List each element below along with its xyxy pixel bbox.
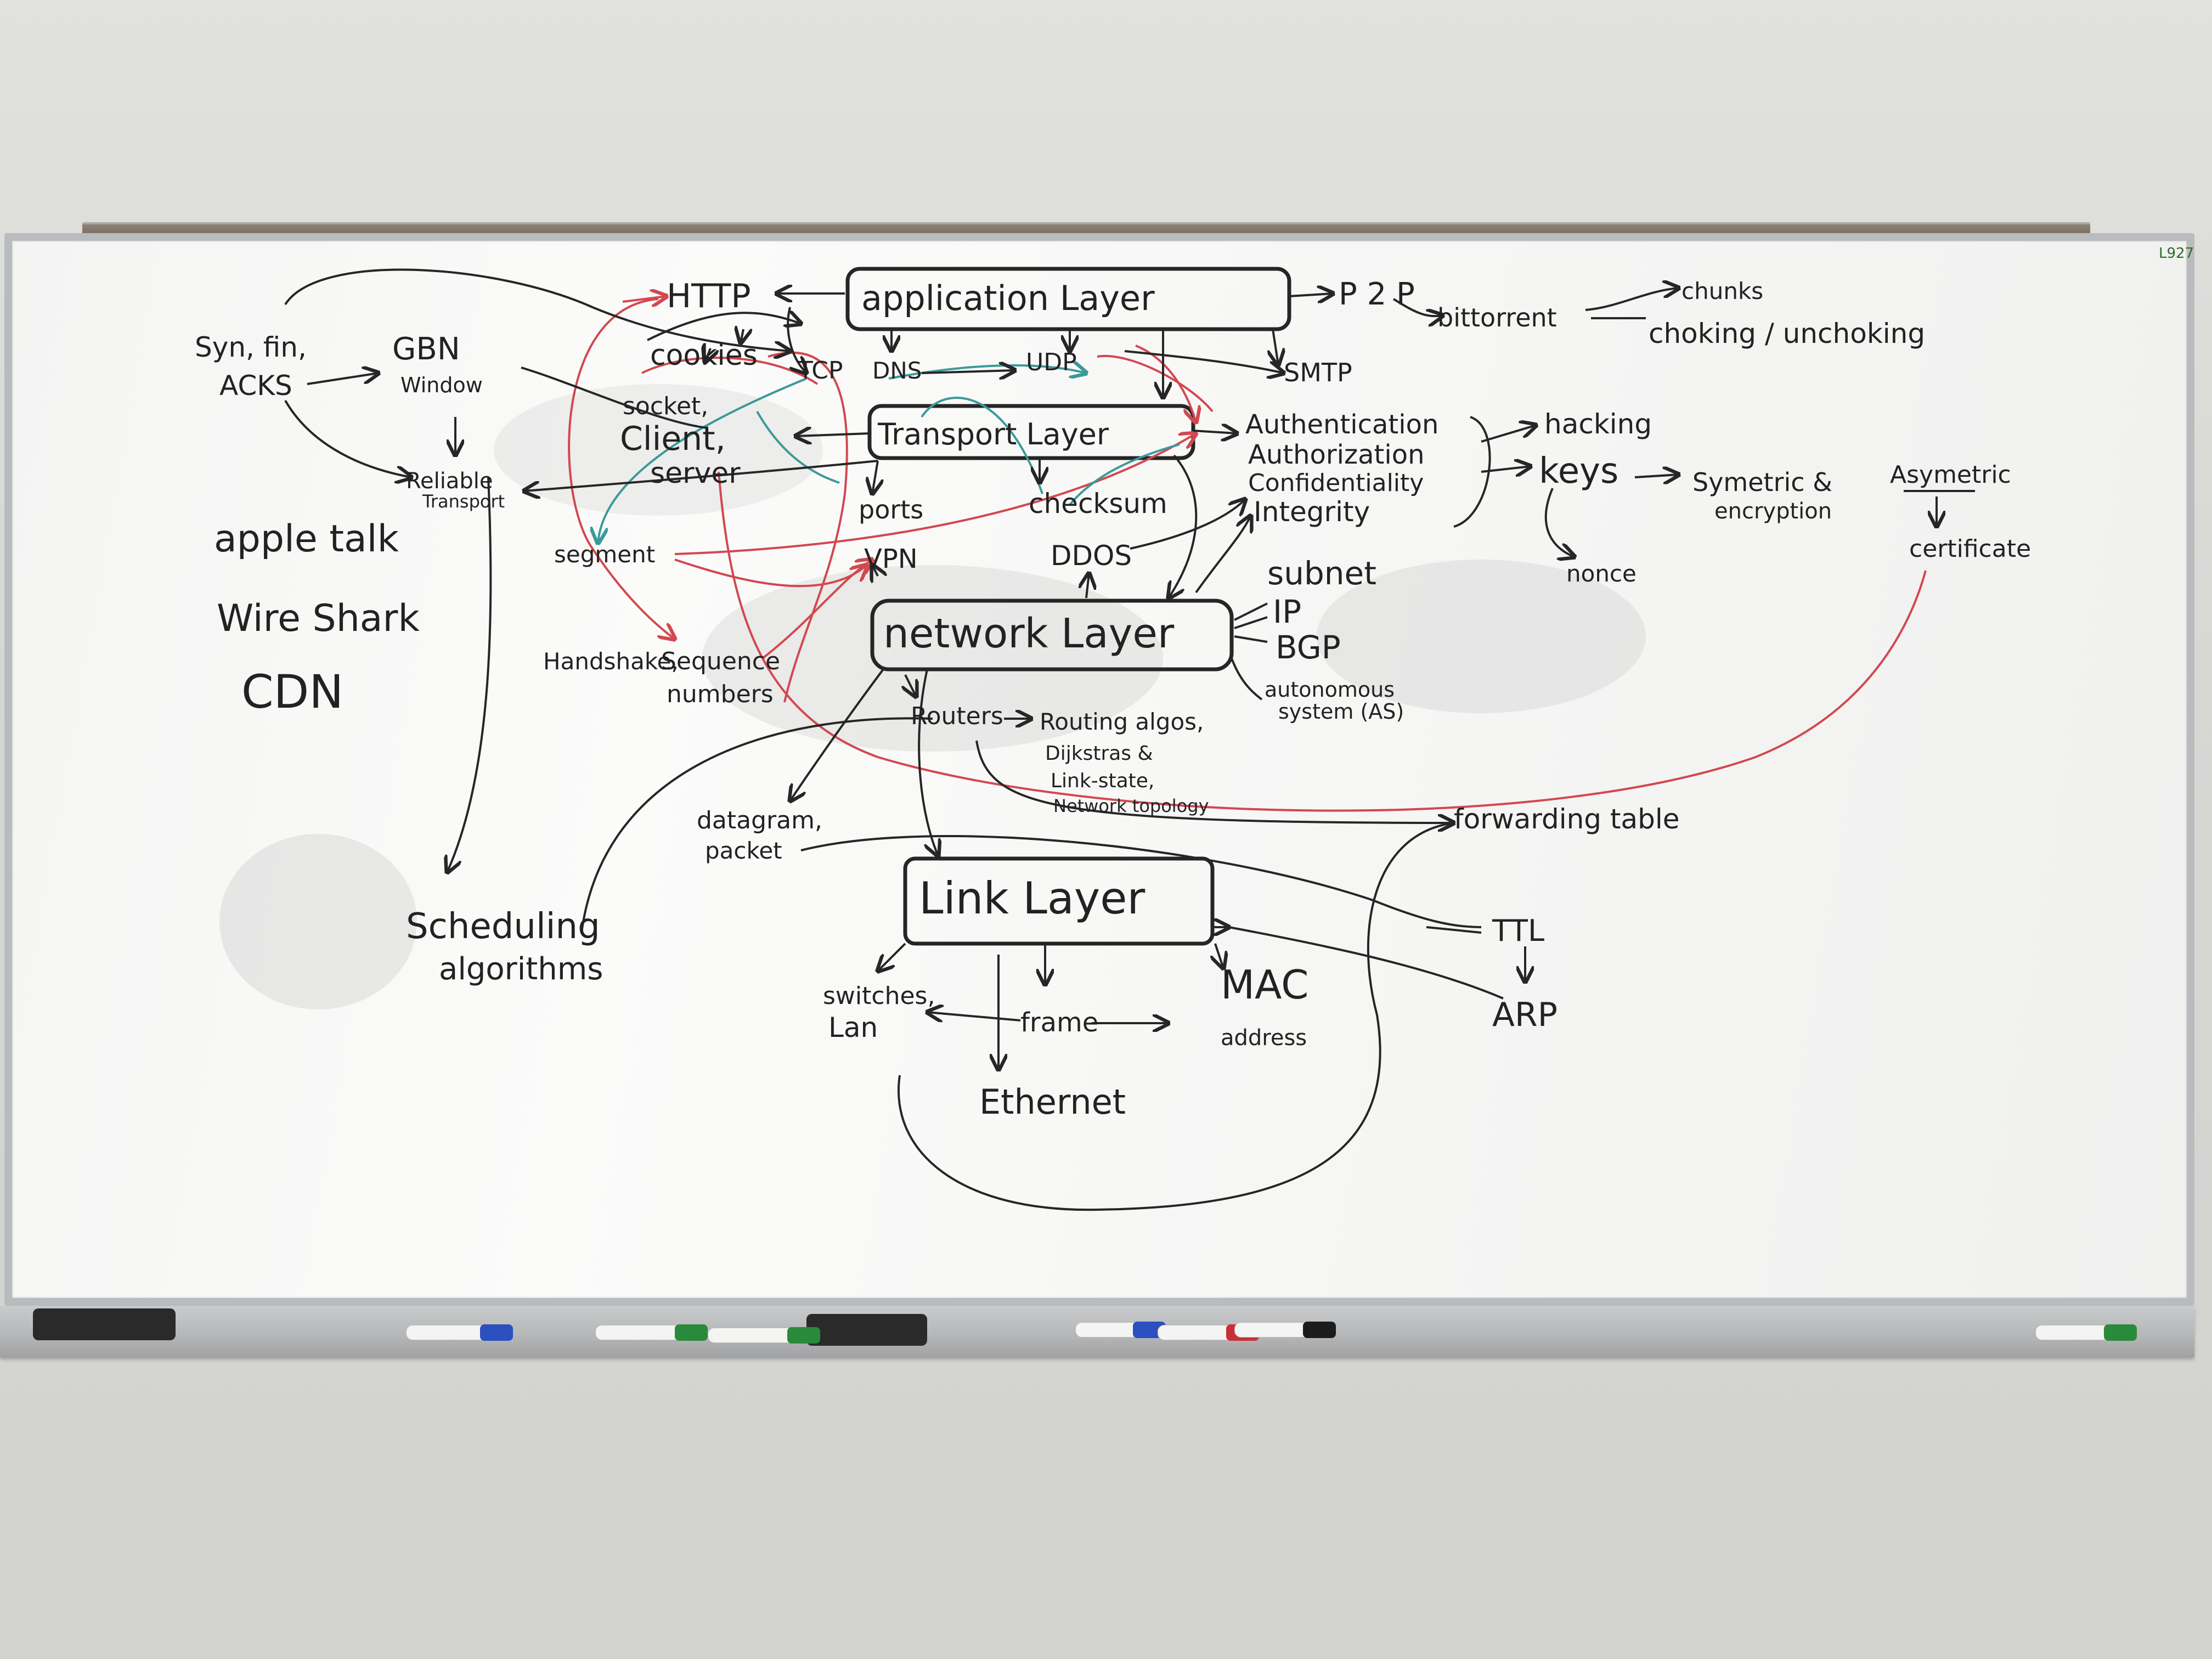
packet-label: packet xyxy=(705,837,782,864)
network-layer-label: network Layer xyxy=(883,610,1175,657)
client-label: Client, xyxy=(620,420,726,458)
smtp-label: SMTP xyxy=(1284,358,1352,387)
board-tag: L927 xyxy=(2159,245,2194,262)
asymmetric-label: Asymetric xyxy=(1890,461,2011,489)
network-layer-box xyxy=(870,599,1234,672)
transport-small-label: Transport xyxy=(422,491,505,512)
symmetric-label: Symetric & xyxy=(1692,467,1832,497)
checksum-label: checksum xyxy=(1029,488,1167,520)
link-state-label: Link-state, xyxy=(1051,770,1154,792)
transport-layer-label: Transport Layer xyxy=(877,417,1109,452)
chunks-label: chunks xyxy=(1681,278,1763,304)
handshake-label: Handshake, xyxy=(543,648,679,675)
certificate-label: certificate xyxy=(1909,535,2031,563)
blue-marker-1[interactable] xyxy=(406,1324,513,1341)
bittorrent-label: bittorrent xyxy=(1437,303,1557,332)
application-layer-box xyxy=(845,267,1291,331)
ddos-label: DDOS xyxy=(1051,540,1132,572)
choking-label: choking / unchoking xyxy=(1649,318,1925,349)
p2p-label: P 2 P xyxy=(1339,276,1415,312)
authentication-label: Authentication xyxy=(1245,409,1438,440)
routers-label: Routers xyxy=(911,702,1003,730)
mac-label: MAC xyxy=(1221,962,1308,1008)
server-label: server xyxy=(650,457,741,490)
whiteboard xyxy=(4,233,2194,1306)
black-marker[interactable] xyxy=(1234,1322,1336,1338)
vpn-label: VPN xyxy=(864,544,918,574)
dijkstras-label: Dijkstras & xyxy=(1045,742,1153,765)
segment-label: segment xyxy=(554,541,655,568)
http-label: HTTP xyxy=(667,277,751,315)
frame-label: frame xyxy=(1020,1007,1098,1038)
wire-shark-label: Wire Shark xyxy=(217,597,420,640)
green-marker-2[interactable] xyxy=(708,1327,820,1344)
eraser-center[interactable] xyxy=(806,1314,927,1346)
datagram-label: datagram, xyxy=(697,806,822,834)
system-as-label: system (AS) xyxy=(1278,699,1404,724)
sequence-label: Sequence xyxy=(661,647,780,675)
link-layer-label: Link Layer xyxy=(919,873,1145,924)
syn-fin-label: Syn, fin, xyxy=(195,331,307,363)
integrity-label: Integrity xyxy=(1254,496,1370,528)
blue-marker-2[interactable] xyxy=(1075,1322,1166,1338)
bgp-label: BGP xyxy=(1276,629,1341,666)
subnet-label: subnet xyxy=(1267,555,1376,592)
acks-label: ACKS xyxy=(219,370,292,402)
hacking-label: hacking xyxy=(1544,408,1652,440)
encryption-label: encryption xyxy=(1714,499,1832,524)
black-connections xyxy=(284,268,1975,1211)
link-layer-box xyxy=(903,856,1215,946)
gbn-label: GBN xyxy=(392,331,460,367)
smudges xyxy=(219,384,1646,1009)
cdn-label: CDN xyxy=(241,665,343,719)
ip-label: IP xyxy=(1273,593,1301,630)
application-layer-label: application Layer xyxy=(861,278,1155,318)
green-marker-3[interactable] xyxy=(2035,1324,2137,1341)
algorithms-label: algorithms xyxy=(439,951,603,987)
cookies-label: cookies xyxy=(650,339,758,372)
ttl-label: TTL xyxy=(1492,913,1544,948)
scheduling-label: Scheduling xyxy=(406,906,600,947)
reliable-label: Reliable xyxy=(406,469,493,494)
ethernet-label: Ethernet xyxy=(979,1082,1126,1122)
apple-talk-label: apple talk xyxy=(214,517,399,561)
arp-label: ARP xyxy=(1492,996,1558,1034)
labels: application Layer HTTP cookies TCP DNS U… xyxy=(195,276,2031,1122)
dns-label: DNS xyxy=(872,357,922,384)
ports-label: ports xyxy=(859,495,923,524)
authorization-label: Authorization xyxy=(1248,439,1425,470)
udp-label: UDP xyxy=(1026,348,1077,376)
nonce-label: nonce xyxy=(1566,560,1637,587)
confidentiality-label: Confidentiality xyxy=(1248,469,1424,497)
address-label: address xyxy=(1221,1025,1307,1051)
network-topology-label: Network topology xyxy=(1053,795,1209,816)
green-marker-1[interactable] xyxy=(595,1324,708,1341)
routing-algos-label: Routing algos, xyxy=(1040,708,1204,735)
lan-label: Lan xyxy=(828,1012,878,1043)
switches-label: switches, xyxy=(823,982,935,1010)
tcp-label: TCP xyxy=(798,357,843,385)
keys-label: keys xyxy=(1539,451,1618,492)
red-connections xyxy=(568,296,1927,812)
eraser-left[interactable] xyxy=(33,1308,176,1340)
window-label: Window xyxy=(400,373,483,397)
forwarding-table-label: forwarding table xyxy=(1454,803,1680,835)
autonomous-label: autonomous xyxy=(1265,678,1395,702)
socket-label: socket, xyxy=(623,392,708,420)
numbers-label: numbers xyxy=(667,680,774,708)
